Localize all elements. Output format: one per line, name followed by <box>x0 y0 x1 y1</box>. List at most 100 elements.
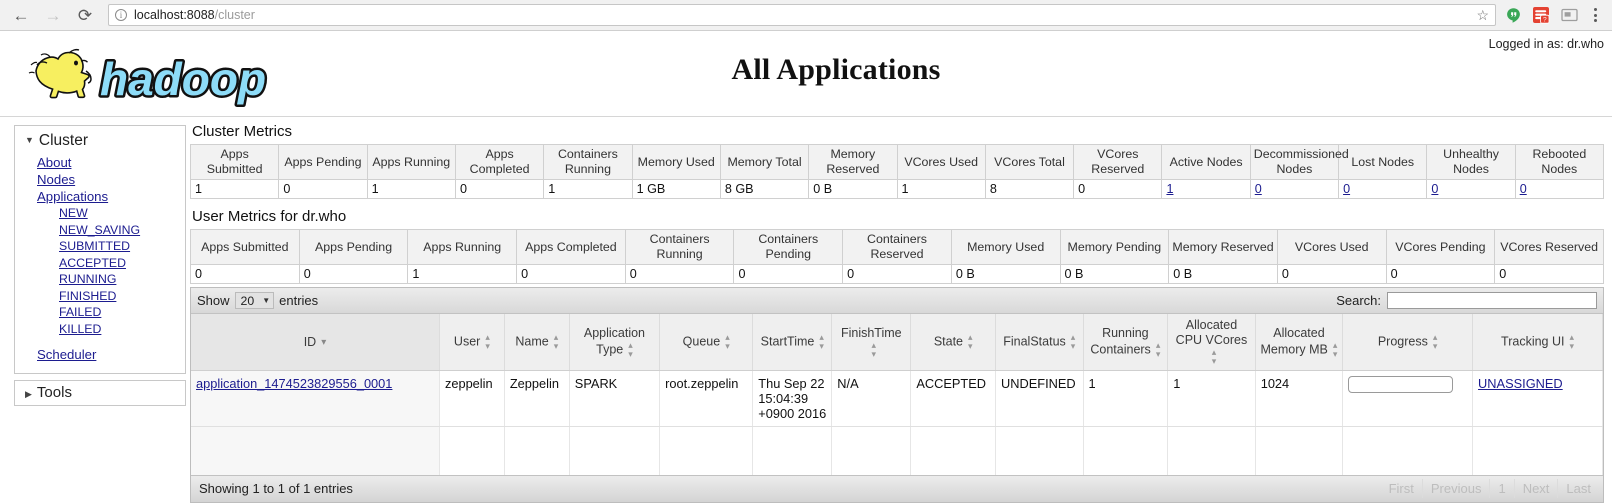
cluster-metrics-cell-15[interactable]: 0 <box>1514 179 1605 199</box>
sidebar-item-failed[interactable]: FAILED <box>59 305 102 319</box>
pagination-first[interactable]: First <box>1381 479 1423 498</box>
entries-select[interactable]: 20 ▼ <box>234 292 275 309</box>
cell-application-id[interactable]: application_1474523829556_0001 <box>191 370 440 427</box>
sort-both-icon: ▴▾ <box>968 332 973 351</box>
pagination-next[interactable]: Next <box>1515 479 1559 498</box>
column-header-finishtime[interactable]: FinishTime▴▾ <box>831 314 912 371</box>
cluster-metrics-cell-14[interactable]: 0 <box>1426 179 1516 199</box>
user-metrics-header-11: VCores Pending <box>1385 229 1496 265</box>
table-filler-cell <box>1083 426 1169 475</box>
entries-length-control[interactable]: Show 20 ▼ entries <box>197 292 318 309</box>
sidebar-item-about[interactable]: About <box>37 155 72 170</box>
application-id-link[interactable]: application_1474523829556_0001 <box>196 376 393 391</box>
user-metrics-header-6: Containers Reserved <box>842 229 952 265</box>
user-metrics-cell-4: 0 <box>624 264 735 284</box>
user-metrics-cell-9: 0 B <box>1168 264 1278 284</box>
user-metrics-header-5: Containers Pending <box>733 229 844 265</box>
cell-allocated-memory-mb: 1024 <box>1255 370 1344 427</box>
table-filler-cell <box>439 426 505 475</box>
table-filler-cell <box>1167 426 1256 475</box>
cluster-metrics-header-7: Memory Reserved <box>808 144 898 180</box>
sort-both-icon: ▴▾ <box>1432 332 1438 351</box>
column-header-allocated-cpu-vcores[interactable]: Allocated CPU VCores▴▾ <box>1167 314 1256 371</box>
cluster-metrics-cell-2: 1 <box>366 179 456 199</box>
cell-tracking-ui[interactable]: UNASSIGNED <box>1472 370 1603 427</box>
sidebar-cluster-header[interactable]: ▼Cluster <box>15 130 185 154</box>
sidebar-item-scheduler[interactable]: Scheduler <box>37 347 97 362</box>
svg-text:hadoop: hadoop <box>100 53 266 105</box>
sidebar-item-running[interactable]: RUNNING <box>59 272 117 286</box>
sort-both-icon: ▴▾ <box>628 339 633 359</box>
back-arrow-icon[interactable]: ← <box>12 5 30 25</box>
star-bookmark-icon[interactable]: ☆ <box>1476 6 1489 23</box>
cluster-metrics-cell-8: 1 <box>896 179 986 199</box>
pagination-previous[interactable]: Previous <box>1423 479 1491 498</box>
sidebar-item-nodes[interactable]: Nodes <box>37 172 76 187</box>
sidebar-item-new-saving[interactable]: NEW_SAVING <box>59 222 141 237</box>
column-header-application-type[interactable]: Application Type▴▾ <box>569 314 661 371</box>
column-header-label: Allocated Memory MB <box>1260 325 1328 356</box>
todoist-extension-icon[interactable]: ? <box>1530 4 1552 26</box>
column-header-label: User <box>453 334 481 349</box>
user-metrics-cell-12: 0 <box>1494 264 1604 284</box>
column-header-running-containers[interactable]: Running Containers▴▾ <box>1083 314 1169 371</box>
cluster-metrics-header-9: VCores Total <box>984 144 1075 180</box>
cluster-metrics-cell-13[interactable]: 0 <box>1338 179 1428 199</box>
hadoop-logo[interactable]: hadoop hadoop <box>14 37 309 112</box>
search-input[interactable] <box>1387 292 1597 309</box>
column-header-queue[interactable]: Queue▴▾ <box>659 314 754 371</box>
forward-arrow-icon: → <box>44 5 62 25</box>
column-header-label: Allocated CPU VCores <box>1175 318 1248 347</box>
column-header-tracking-ui[interactable]: Tracking UI▴▾ <box>1472 314 1603 371</box>
table-filler-cell <box>569 426 661 475</box>
sidebar-item-finished[interactable]: FINISHED <box>59 288 117 303</box>
cluster-metrics-cell-11[interactable]: 1 <box>1161 179 1251 199</box>
user-metrics-cell-1: 0 <box>298 264 409 284</box>
cluster-metrics-cell-4: 1 <box>543 179 633 199</box>
address-bar[interactable]: i localhost:8088/cluster ☆ <box>108 4 1496 26</box>
column-header-user[interactable]: User▴▾ <box>439 314 505 371</box>
cluster-metrics-title: Cluster Metrics <box>192 123 293 140</box>
chevron-down-icon: ▼ <box>25 135 34 145</box>
column-header-label: Name <box>515 334 549 349</box>
cluster-metrics-cell-6: 8 GB <box>719 179 810 199</box>
column-header-starttime[interactable]: StartTime▴▾ <box>752 314 833 371</box>
cluster-metrics-link-13[interactable]: 0 <box>1343 182 1351 196</box>
cluster-metrics-header-14: Unhealthy Nodes <box>1426 144 1516 180</box>
column-header-finalstatus[interactable]: FinalStatus▴▾ <box>995 314 1084 371</box>
cluster-metrics-link-14[interactable]: 0 <box>1431 182 1439 196</box>
table-filler-cell <box>1342 426 1474 475</box>
sidebar-item-killed[interactable]: KILLED <box>59 321 102 336</box>
column-header-allocated-memory-mb[interactable]: Allocated Memory MB▴▾ <box>1255 314 1344 371</box>
sidebar-gap <box>37 337 185 346</box>
cluster-metrics-header-1: Apps Pending <box>278 144 368 180</box>
sidebar-tools-box[interactable]: ▶Tools <box>14 380 186 406</box>
sidebar-item-submitted[interactable]: SUBMITTED <box>59 239 131 253</box>
cast-extension-icon[interactable] <box>1558 4 1580 26</box>
pagination-last[interactable]: Last <box>1566 481 1591 496</box>
cluster-metrics-cell-7: 0 B <box>808 179 898 199</box>
cluster-metrics-cell-5: 1 GB <box>631 179 721 199</box>
sidebar-app-states: NEW NEW_SAVING SUBMITTED ACCEPTED RUNNIN… <box>37 205 185 337</box>
cluster-metrics-cell-12[interactable]: 0 <box>1249 179 1340 199</box>
sidebar-item-new[interactable]: NEW <box>59 206 88 220</box>
info-icon[interactable]: i <box>115 9 127 21</box>
url-text: localhost:8088/cluster <box>134 8 255 22</box>
reload-icon[interactable]: ⟳ <box>77 5 93 25</box>
column-header-progress[interactable]: Progress▴▾ <box>1342 314 1474 371</box>
sidebar-item-accepted[interactable]: ACCEPTED <box>59 255 126 270</box>
hangouts-extension-icon[interactable] <box>1502 4 1524 26</box>
three-dot-menu-icon[interactable] <box>1586 3 1604 27</box>
column-header-label: Tracking UI <box>1501 334 1565 349</box>
cluster-metrics-link-15[interactable]: 0 <box>1519 182 1527 196</box>
pagination-page-1[interactable]: 1 <box>1490 479 1515 498</box>
cluster-metrics-link-12[interactable]: 0 <box>1254 182 1262 196</box>
cluster-metrics-link-11[interactable]: 1 <box>1166 182 1174 196</box>
user-metrics-header-8: Memory Pending <box>1059 229 1170 265</box>
sidebar-item-applications[interactable]: Applications <box>37 189 109 204</box>
tracking-ui-link[interactable]: UNASSIGNED <box>1478 376 1563 391</box>
column-header-id[interactable]: ID▾ <box>191 314 440 371</box>
column-header-name[interactable]: Name▴▾ <box>504 314 570 371</box>
cell-queue: root.zeppelin <box>659 370 754 427</box>
column-header-state[interactable]: State▴▾ <box>910 314 997 371</box>
